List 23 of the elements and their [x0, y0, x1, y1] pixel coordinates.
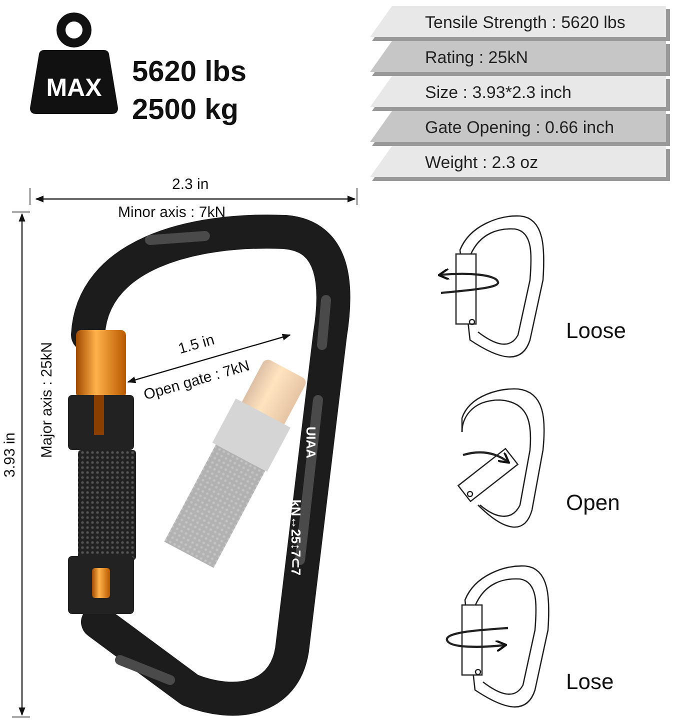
dimension-label: Major axis : 25kN — [38, 342, 56, 458]
dimension-label: 2.3 in — [172, 176, 209, 193]
state-label: Loose — [566, 318, 626, 344]
max-load-value: 5620 lbs — [132, 56, 246, 89]
state-label: Lose — [566, 669, 614, 695]
dimension-label: Minor axis : 7kN — [118, 204, 226, 221]
engraved-marking: kN↔25↕7⊂7 — [288, 499, 304, 576]
spec-banner — [370, 76, 668, 108]
spec-text: Weight : 2.3 oz — [425, 153, 538, 173]
dimension-label: Open gate : 7kN — [142, 357, 252, 404]
dimension-label: 3.93 in — [2, 432, 18, 478]
spec-banner — [370, 6, 668, 38]
spec-banner — [370, 146, 668, 178]
spec-banner — [370, 41, 668, 73]
spec-text: Rating : 25kN — [425, 48, 528, 68]
spec-text: Gate Opening : 0.66 inch — [425, 118, 614, 138]
spec-text: Tensile Strength : 5620 lbs — [425, 13, 626, 33]
max-load-value: 2500 kg — [132, 94, 238, 127]
state-label: Open — [566, 490, 620, 516]
spec-banner — [370, 111, 668, 143]
dimension-label: 1.5 in — [176, 331, 216, 358]
engraved-marking: UIAA — [303, 426, 318, 458]
spec-text: Size : 3.93*2.3 inch — [425, 83, 572, 103]
